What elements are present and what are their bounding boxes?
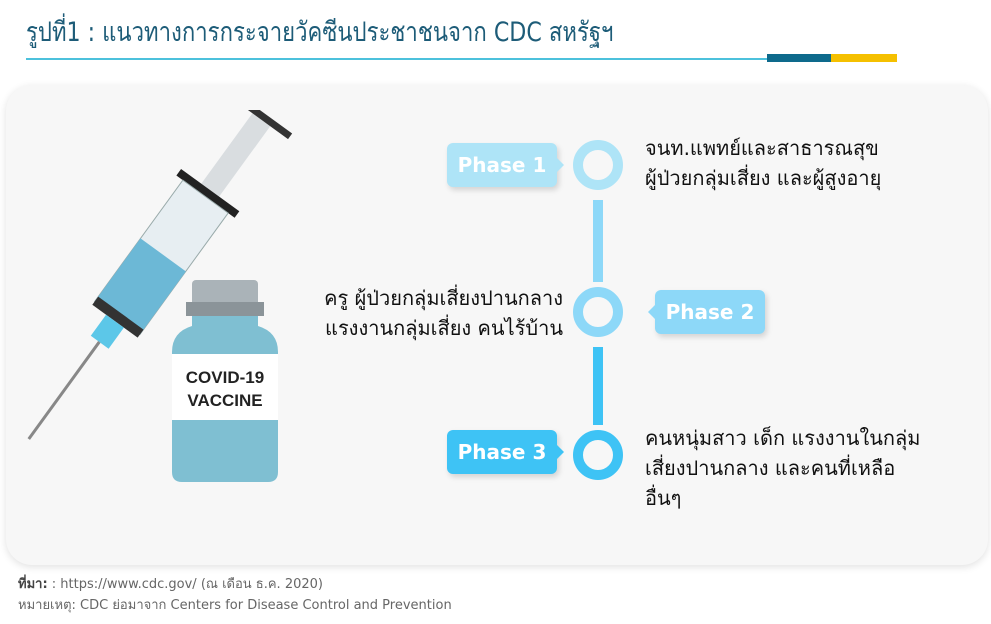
vial-label-line1: COVID-19 xyxy=(186,368,264,387)
page-title: รูปที่1 : แนวทางการกระจายวัคซีนประชาชนจา… xyxy=(26,17,614,48)
syringe-icon xyxy=(27,110,293,440)
source-note: ที่มา: : https://www.cdc.gov/ (ณ เดือน ธ… xyxy=(18,573,323,594)
phase-3-label: Phase 3 xyxy=(447,430,564,474)
timeline-connector-2 xyxy=(593,347,603,425)
syringe-vial-illustration: COVID-19 VACCINE xyxy=(27,110,293,482)
accent-bar-blue xyxy=(767,54,831,62)
phase-2-description: ครู ผู้ป่วยกลุ่มเสี่ยงปานกลาง แรงงานกลุ่… xyxy=(324,283,563,343)
vial-icon: COVID-19 VACCINE xyxy=(172,280,278,482)
footnote: หมายเหตุ: CDC ย่อมาจาก Centers for Disea… xyxy=(18,598,452,613)
phase-1-label: Phase 1 xyxy=(447,143,564,187)
phase-3-node xyxy=(573,430,623,480)
accent-bar-yellow xyxy=(831,54,897,62)
description-line: ครู ผู้ป่วยกลุ่มเสี่ยงปานกลาง xyxy=(324,286,563,310)
phase-1-description: จนท.แพทย์และสาธารณสุข ผู้ป่วยกลุ่มเสี่ยง… xyxy=(645,133,881,193)
vial-label-line2: VACCINE xyxy=(187,391,262,410)
description-line: อื่นๆ xyxy=(645,486,682,510)
description-line: เสี่ยงปานกลาง และคนที่เหลือ xyxy=(645,456,896,480)
source-text: : https://www.cdc.gov/ (ณ เดือน ธ.ค. 202… xyxy=(51,577,323,592)
description-line: จนท.แพทย์และสาธารณสุข xyxy=(645,136,879,160)
source-label: ที่มา: xyxy=(18,577,48,592)
description-line: แรงงานกลุ่มเสี่ยง คนไร้บ้าน xyxy=(325,316,563,340)
description-line: คนหนุ่มสาว เด็ก แรงงานในกลุ่ม xyxy=(645,426,921,450)
phase-2-label: Phase 2 xyxy=(648,290,765,334)
description-line: ผู้ป่วยกลุ่มเสี่ยง และผู้สูงอายุ xyxy=(645,166,882,190)
title-rule xyxy=(26,58,768,60)
phase-3-description: คนหนุ่มสาว เด็ก แรงงานในกลุ่ม เสี่ยงปานก… xyxy=(645,423,920,513)
phase-1-node xyxy=(573,140,623,190)
phase-2-node xyxy=(573,287,623,337)
timeline-connector-1 xyxy=(593,200,603,282)
